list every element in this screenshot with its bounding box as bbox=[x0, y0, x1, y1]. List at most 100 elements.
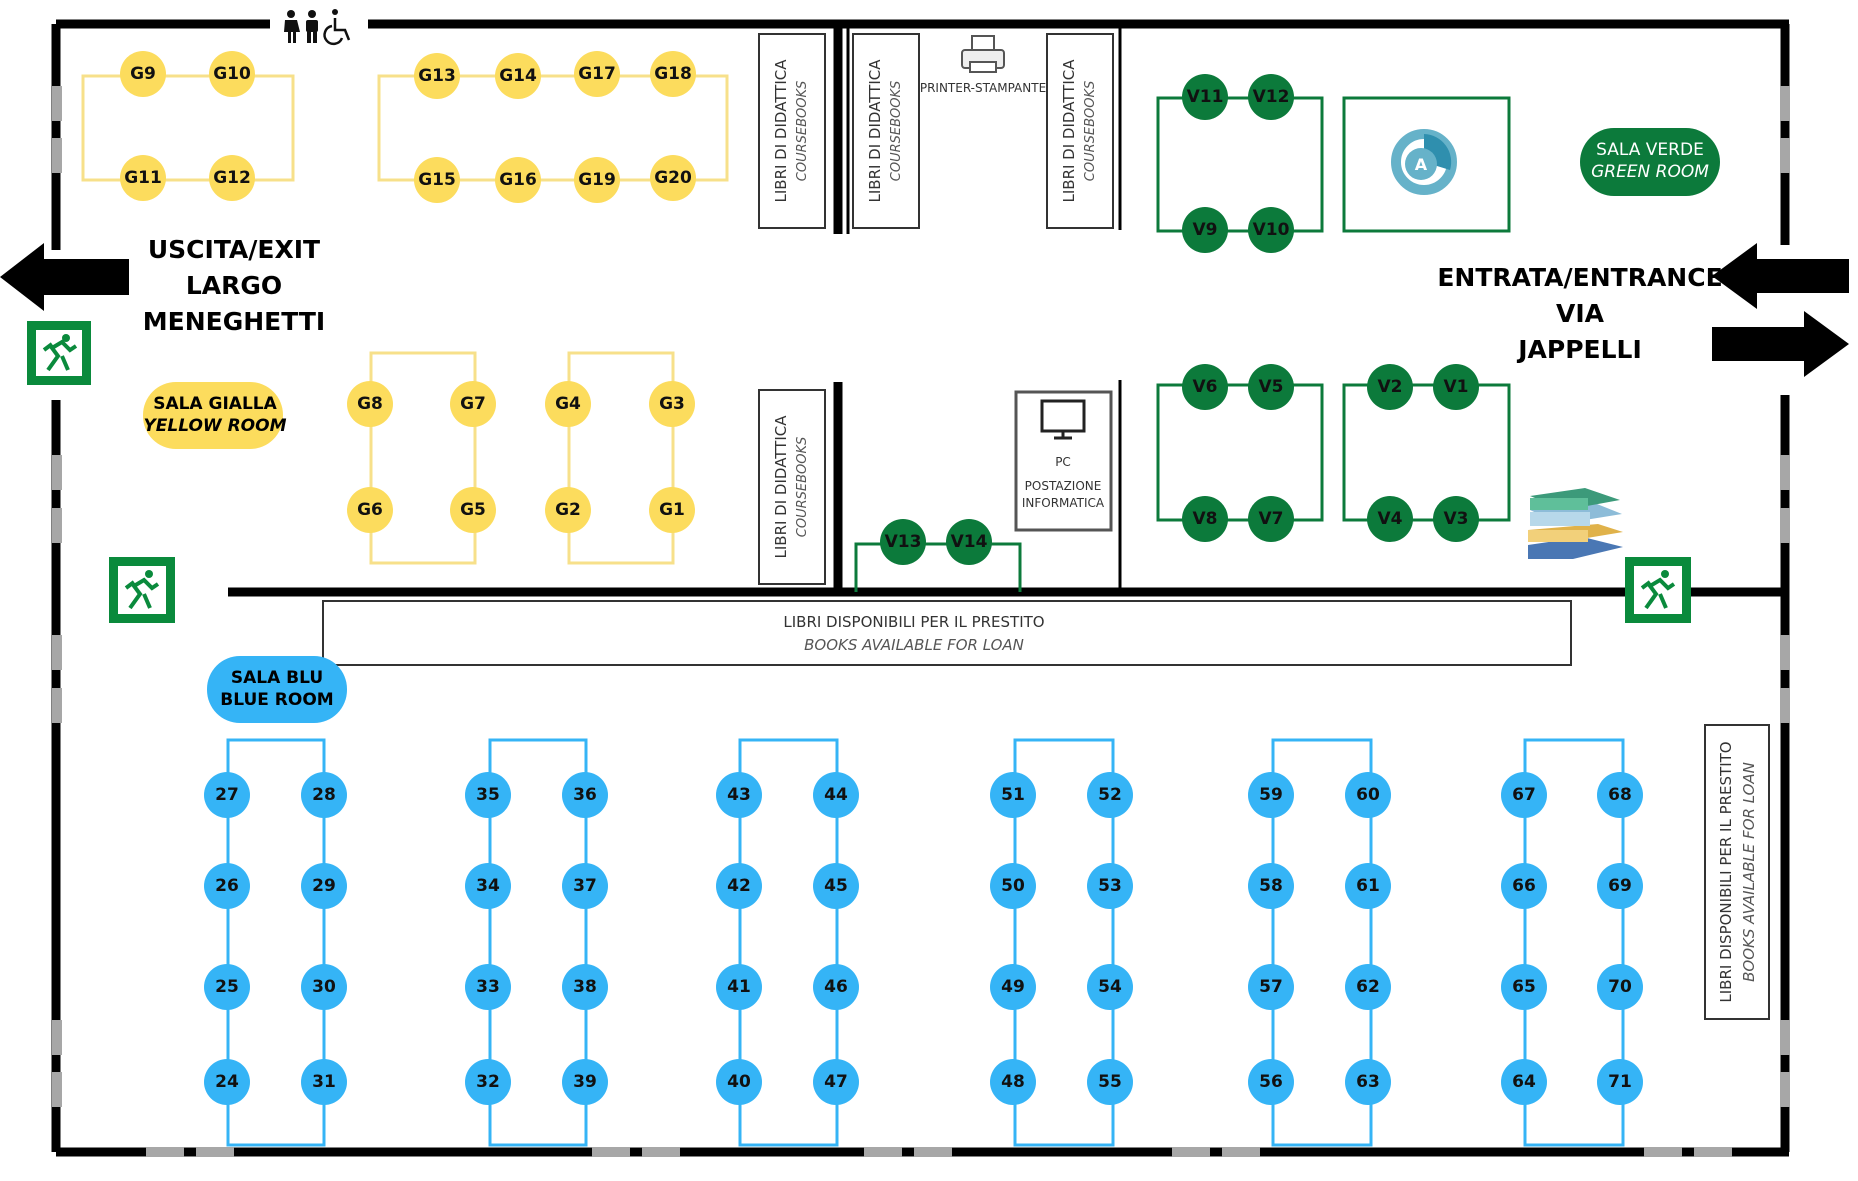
seat-57 bbox=[1248, 964, 1294, 1010]
seat-V4 bbox=[1367, 496, 1413, 542]
seat-label-V12: V12 bbox=[1253, 87, 1290, 107]
seat-V9 bbox=[1182, 207, 1228, 253]
seat-label-56: 56 bbox=[1259, 1072, 1283, 1092]
entrance-sign: ENTRATA/ENTRANCE VIA JAPPELLI bbox=[1437, 263, 1722, 364]
seat-label-65: 65 bbox=[1512, 977, 1536, 997]
seat-label-53: 53 bbox=[1098, 876, 1122, 896]
svg-text:A: A bbox=[1415, 155, 1428, 174]
seat-V8 bbox=[1182, 496, 1228, 542]
seat-label-V8: V8 bbox=[1193, 509, 1218, 529]
seat-25 bbox=[204, 964, 250, 1010]
seat-label-39: 39 bbox=[573, 1072, 597, 1092]
seat-V2 bbox=[1367, 364, 1413, 410]
monitor-icon bbox=[1040, 399, 1086, 440]
seat-label-V5: V5 bbox=[1259, 377, 1284, 397]
arrow-left-icon bbox=[1712, 243, 1849, 309]
seat-G6 bbox=[347, 487, 393, 533]
seat-label-46: 46 bbox=[824, 977, 848, 997]
seat-G5 bbox=[450, 487, 496, 533]
seat-label-V3: V3 bbox=[1444, 509, 1469, 529]
pc-station: PC POSTAZIONE INFORMATICA bbox=[1014, 390, 1113, 532]
loan-shelf-sublabel: BOOKS AVAILABLE FOR LOAN bbox=[1740, 762, 1758, 982]
loan-shelf-vertical: LIBRI DISPONIBILI PER IL PRESTITO BOOKS … bbox=[1704, 724, 1770, 1020]
seat-label-V6: V6 bbox=[1193, 377, 1218, 397]
arrow-right-icon bbox=[1712, 311, 1849, 377]
seat-label-V7: V7 bbox=[1259, 509, 1284, 529]
seat-label-66: 66 bbox=[1512, 876, 1536, 896]
seat-46 bbox=[813, 964, 859, 1010]
seat-35 bbox=[465, 772, 511, 818]
seat-label-31: 31 bbox=[312, 1072, 336, 1092]
seat-G14 bbox=[495, 53, 541, 99]
seat-G15 bbox=[414, 157, 460, 203]
seat-71 bbox=[1597, 1059, 1643, 1105]
seat-G8 bbox=[347, 381, 393, 427]
seat-67 bbox=[1501, 772, 1547, 818]
seat-51 bbox=[990, 772, 1036, 818]
pc-label-3: INFORMATICA bbox=[1022, 496, 1105, 510]
seat-label-G2: G2 bbox=[555, 500, 581, 520]
seat-label-V2: V2 bbox=[1378, 377, 1403, 397]
seat-label-71: 71 bbox=[1608, 1072, 1632, 1092]
seat-label-25: 25 bbox=[215, 977, 239, 997]
seat-54 bbox=[1087, 964, 1133, 1010]
shelf-sublabel: COURSEBOOKS bbox=[795, 437, 810, 537]
seat-64 bbox=[1501, 1059, 1547, 1105]
shelf-sublabel: COURSEBOOKS bbox=[1083, 81, 1098, 181]
seat-65 bbox=[1501, 964, 1547, 1010]
seat-label-V13: V13 bbox=[885, 532, 922, 552]
seat-label-G18: G18 bbox=[654, 64, 692, 84]
seat-52 bbox=[1087, 772, 1133, 818]
seat-G3 bbox=[649, 381, 695, 427]
seat-label-63: 63 bbox=[1356, 1072, 1380, 1092]
seat-47 bbox=[813, 1059, 859, 1105]
seat-G7 bbox=[450, 381, 496, 427]
seat-label-G11: G11 bbox=[124, 168, 162, 188]
seat-label-47: 47 bbox=[824, 1072, 848, 1092]
seat-G20 bbox=[650, 155, 696, 201]
yellow-tables bbox=[81, 74, 729, 565]
seat-label-59: 59 bbox=[1259, 785, 1283, 805]
shelf-label: LIBRI DI DIDATTICA bbox=[866, 59, 884, 203]
seat-V12 bbox=[1248, 74, 1294, 120]
seat-label-45: 45 bbox=[824, 876, 848, 896]
seat-label-29: 29 bbox=[312, 876, 336, 896]
seat-63 bbox=[1345, 1059, 1391, 1105]
coursebook-shelf-3: LIBRI DI DIDATTICA COURSEBOOKS bbox=[1046, 33, 1114, 229]
seat-43 bbox=[716, 772, 762, 818]
loan-shelf-label: LIBRI DISPONIBILI PER IL PRESTITO bbox=[783, 613, 1044, 631]
shelf-sublabel: COURSEBOOKS bbox=[795, 81, 810, 181]
seat-label-67: 67 bbox=[1512, 785, 1536, 805]
seat-label-51: 51 bbox=[1001, 785, 1025, 805]
seat-G12 bbox=[209, 155, 255, 201]
seat-G11 bbox=[120, 155, 166, 201]
entrance-line-3: JAPPELLI bbox=[1516, 335, 1642, 364]
coursebook-shelf-2: LIBRI DI DIDATTICA COURSEBOOKS bbox=[852, 33, 920, 229]
coursebook-shelf-4: LIBRI DI DIDATTICA COURSEBOOKS bbox=[758, 389, 826, 585]
seat-label-27: 27 bbox=[215, 785, 239, 805]
seat-44 bbox=[813, 772, 859, 818]
blue-room-badge: SALA BLU BLUE ROOM bbox=[207, 656, 347, 723]
seat-label-61: 61 bbox=[1356, 876, 1380, 896]
seat-label-55: 55 bbox=[1098, 1072, 1122, 1092]
seat-G1 bbox=[649, 487, 695, 533]
printer-label: PRINTER-STAMPANTE bbox=[920, 81, 1046, 95]
emergency-exit-icon bbox=[1625, 557, 1691, 623]
seat-label-G4: G4 bbox=[555, 394, 581, 414]
seat-G13 bbox=[414, 53, 460, 99]
seat-V1 bbox=[1433, 364, 1479, 410]
room-name-en: BLUE ROOM bbox=[220, 690, 333, 710]
seat-V7 bbox=[1248, 496, 1294, 542]
seat-label-57: 57 bbox=[1259, 977, 1283, 997]
seat-32 bbox=[465, 1059, 511, 1105]
loan-shelf-sublabel: BOOKS AVAILABLE FOR LOAN bbox=[804, 636, 1024, 654]
seat-label-50: 50 bbox=[1001, 876, 1025, 896]
seat-45 bbox=[813, 863, 859, 909]
seat-label-G1: G1 bbox=[659, 500, 685, 520]
seat-label-V4: V4 bbox=[1378, 509, 1403, 529]
yellow-room-badge: SALA GIALLA YELLOW ROOM bbox=[143, 382, 287, 449]
shelf-label: LIBRI DI DIDATTICA bbox=[772, 59, 790, 203]
